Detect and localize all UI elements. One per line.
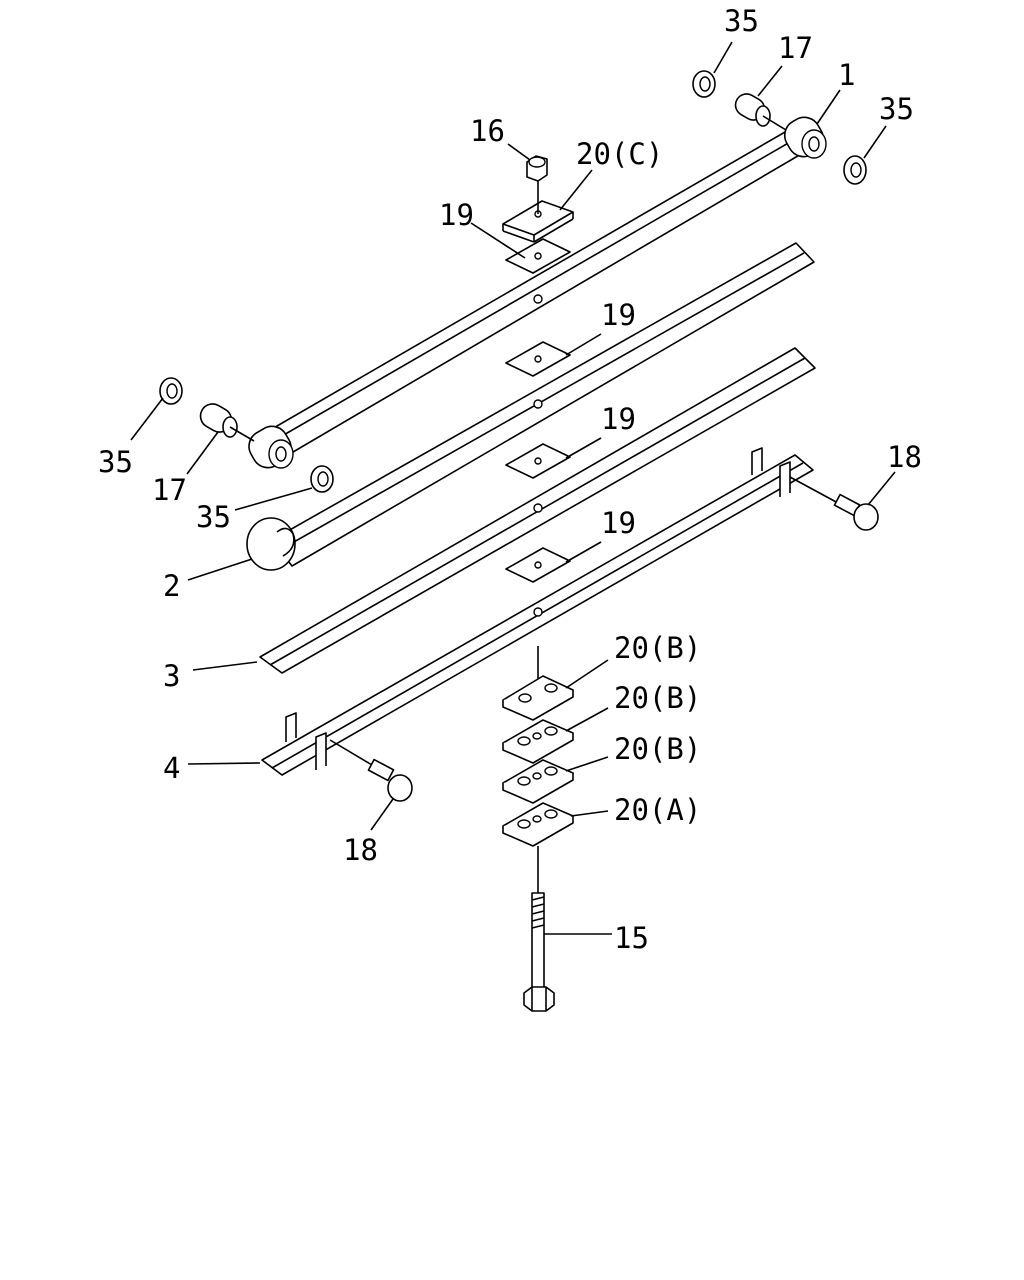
leaf-1-eye-front xyxy=(783,116,827,159)
bolt-18-front xyxy=(789,476,879,531)
callout-20a: 20(A) xyxy=(614,793,701,827)
callout-3: 3 xyxy=(163,659,180,693)
callout-35: 35 xyxy=(196,500,231,534)
leaf-3 xyxy=(259,347,816,674)
callout-35: 35 xyxy=(879,92,914,126)
washer-35-left xyxy=(159,377,183,405)
plate-20b-1 xyxy=(502,646,574,721)
leaf-4-clip-front xyxy=(751,447,791,497)
bolt-18-rear xyxy=(329,739,413,802)
callout-20c: 20(C) xyxy=(576,137,663,171)
callout-2: 2 xyxy=(163,569,180,603)
leader-lines xyxy=(130,41,896,935)
callout-18: 18 xyxy=(343,833,378,867)
callout-18: 18 xyxy=(887,440,922,474)
bushing-17-front xyxy=(734,93,787,131)
callout-19: 19 xyxy=(439,198,474,232)
callout-20b: 20(B) xyxy=(614,732,701,766)
callout-17: 17 xyxy=(778,31,813,65)
callout-20b: 20(B) xyxy=(614,631,701,665)
callout-19: 19 xyxy=(601,506,636,540)
washer-35-top-left xyxy=(692,70,716,98)
callout-20b: 20(B) xyxy=(614,681,701,715)
callout-17: 17 xyxy=(152,473,187,507)
center-bolt-15 xyxy=(523,846,555,1012)
callout-19: 19 xyxy=(601,298,636,332)
leaf-2-eye xyxy=(246,517,296,571)
callout-35: 35 xyxy=(724,4,759,38)
plate-20b-3 xyxy=(502,759,574,804)
bushing-17-rear xyxy=(199,403,255,442)
washer-35-top-right xyxy=(843,155,867,185)
callout-19: 19 xyxy=(601,402,636,436)
callout-16: 16 xyxy=(470,114,505,148)
callout-15: 15 xyxy=(614,921,649,955)
callout-35: 35 xyxy=(98,445,133,479)
plate-20b-2 xyxy=(502,719,574,764)
leaf-1-eye-rear xyxy=(248,425,294,469)
leaf-4-clip-rear xyxy=(285,712,327,770)
callout-4: 4 xyxy=(163,751,180,785)
leaf-4 xyxy=(261,454,814,776)
plate-20a xyxy=(502,802,574,847)
nut-16 xyxy=(526,155,548,214)
callout-1: 1 xyxy=(838,58,855,92)
washer-35-middle xyxy=(310,465,334,493)
